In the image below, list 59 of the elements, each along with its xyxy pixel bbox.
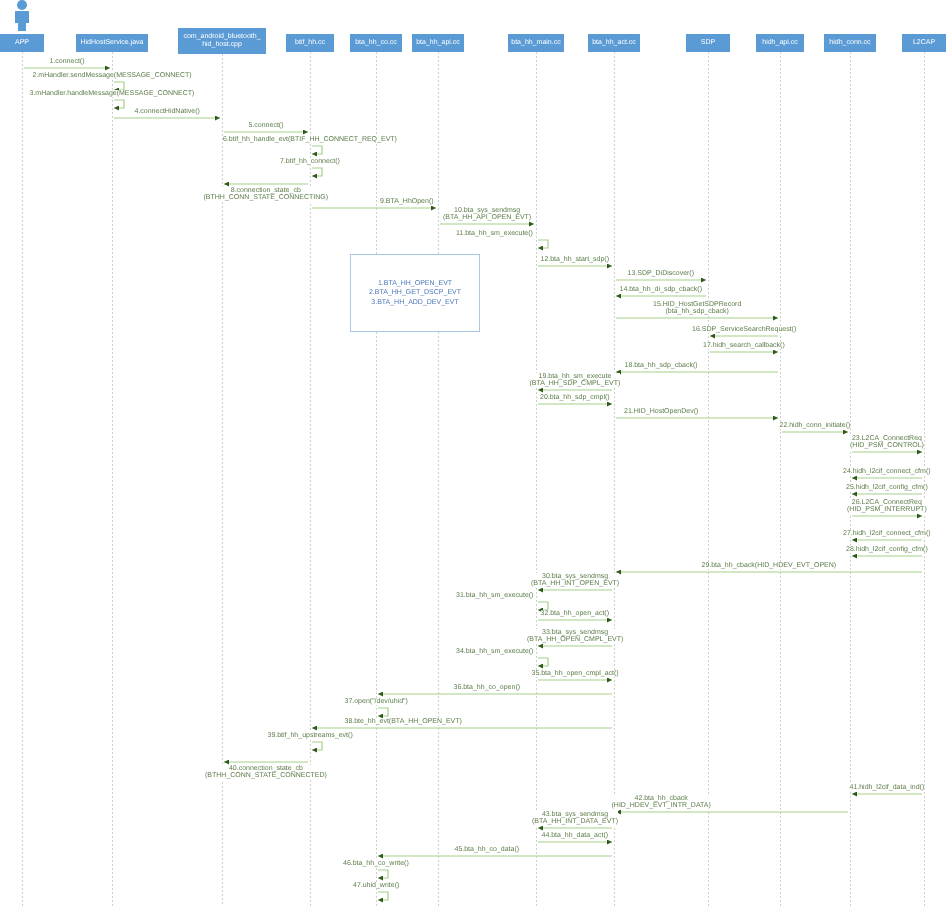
message-arrow — [377, 691, 613, 697]
message-arrow — [851, 491, 923, 497]
message-arrow — [113, 81, 125, 93]
message-arrow — [537, 239, 549, 251]
message-arrow — [615, 293, 707, 299]
message-arrow — [537, 617, 613, 623]
message-arrow — [851, 449, 923, 455]
message-arrow — [615, 315, 779, 321]
message-arrow — [311, 741, 323, 753]
message-arrow — [709, 349, 779, 355]
lifeline — [612, 52, 616, 906]
message-arrow — [851, 553, 923, 559]
message-arrow — [311, 167, 323, 179]
message-arrow — [377, 707, 389, 719]
message-arrow — [851, 513, 923, 519]
message-arrow — [615, 277, 707, 283]
message-arrow — [113, 99, 125, 111]
message-arrow — [23, 65, 111, 71]
message-arrow — [537, 387, 613, 393]
lifeline — [534, 52, 538, 906]
message-arrow — [537, 643, 613, 649]
lifeline — [110, 52, 114, 906]
message-arrow — [537, 587, 613, 593]
message-arrow — [223, 181, 309, 187]
message-arrow — [537, 263, 613, 269]
message-arrow — [781, 429, 849, 435]
message-arrow — [537, 839, 613, 845]
message-arrow — [851, 791, 923, 797]
message-arrow — [615, 369, 779, 375]
lifeline — [848, 52, 852, 906]
message-arrow — [537, 601, 549, 613]
lifeline — [706, 52, 710, 906]
message-arrow — [377, 869, 389, 881]
lifeline — [220, 54, 224, 906]
note-box — [350, 254, 480, 332]
lifeline — [778, 52, 782, 906]
message-arrow — [537, 401, 613, 407]
message-arrow — [615, 569, 923, 575]
message-arrow — [377, 891, 389, 903]
message-arrow — [537, 657, 549, 669]
lifeline — [20, 52, 24, 906]
message-arrow — [223, 759, 309, 765]
message-arrow — [223, 129, 309, 135]
message-arrow — [615, 415, 779, 421]
message-arrow — [311, 725, 613, 731]
message-arrow — [377, 853, 613, 859]
message-arrow — [615, 809, 849, 815]
message-arrow — [311, 145, 323, 157]
message-arrow — [311, 205, 437, 211]
message-arrow — [709, 333, 779, 339]
message-arrow — [439, 221, 535, 227]
message-arrow — [113, 115, 221, 121]
message-arrow — [851, 537, 923, 543]
message-arrow — [537, 677, 613, 683]
lifeline — [308, 52, 312, 906]
message-arrow — [537, 825, 613, 831]
message-arrow — [851, 475, 923, 481]
lifeline — [436, 52, 440, 906]
lifeline — [922, 52, 926, 906]
